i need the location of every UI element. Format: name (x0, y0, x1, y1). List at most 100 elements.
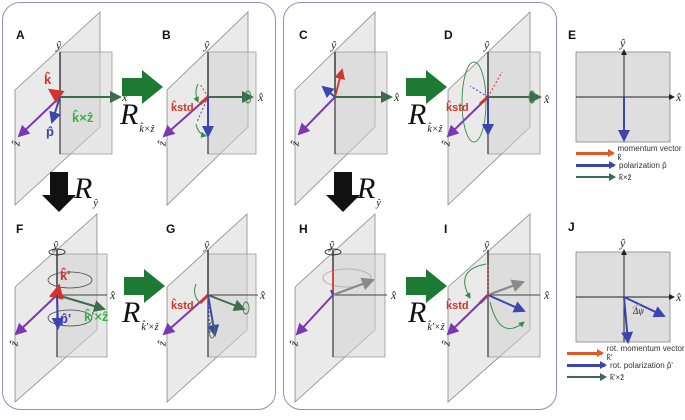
panel-h: H ŷ x̂ ẑ (287, 212, 430, 412)
x-axis-label: x̂ (110, 288, 116, 302)
k-label: k̂ (44, 72, 52, 87)
kxz-label: k̂'×ẑ (84, 309, 109, 324)
kxz-vector (56, 294, 106, 312)
rotation-label-fg: Rk̂'×ẑ (122, 296, 159, 333)
kstd-label: k̂std (171, 102, 194, 114)
legend-item: rot. momentum vector k̂' (567, 344, 685, 362)
p-vector-rotated (623, 296, 666, 318)
p-vector (51, 294, 64, 330)
x-axis-label: x̂ (258, 90, 264, 104)
panel-label: G (166, 222, 176, 236)
legend-bottom: rot. momentum vector k̂' rot. polarizati… (567, 344, 685, 383)
y-axis-label: ŷ (204, 238, 210, 252)
k-label: k̂' (60, 268, 71, 283)
panel-label: F (16, 222, 24, 236)
p-rotation-arc (195, 123, 207, 138)
y-rotation-icon (48, 248, 66, 256)
coordinate-frame-3d (294, 11, 393, 206)
legend-item: polarization p̂ (576, 159, 685, 171)
p-vector (49, 96, 61, 124)
x-axis-label: x̂ (676, 90, 682, 104)
rotation-label-ch: Rŷ (357, 172, 381, 209)
z-axis (14, 294, 58, 336)
xy-projection (575, 249, 675, 344)
kxz-vector (487, 279, 526, 297)
x-axis-label: x̂ (260, 288, 266, 302)
legend-item: rot. polarization p̂' (567, 359, 685, 371)
coordinate-frame-3d (446, 213, 541, 403)
x-axis-label: x̂ (394, 90, 400, 104)
coordinate-frame-3d (14, 11, 122, 206)
panel-label: E (568, 28, 577, 42)
xy-plane (59, 51, 113, 155)
k-rotation-arc (193, 83, 199, 103)
z-axis (17, 96, 61, 138)
k-vector (334, 68, 345, 98)
rotation-label-af: Rŷ (74, 172, 98, 209)
rotation-label-cd: Rk̂×ẑ (408, 98, 443, 135)
kstd-label: k̂std (446, 300, 469, 312)
y-axis-label: ŷ (620, 36, 626, 50)
panel-label: D (444, 28, 453, 42)
y-axis-label: ŷ (53, 238, 59, 252)
panel-g: G ŷ x̂ ẑ k̂std (152, 212, 287, 412)
panel-d: D ŷ x̂ ẑ k̂std (439, 11, 575, 212)
p-vector-vertical (621, 296, 634, 344)
panel-label: B (162, 28, 171, 42)
kstd-label: k̂std (446, 102, 469, 114)
panel-a: A ŷ x̂ ẑ k̂ p̂ k̂×ẑ (9, 11, 147, 212)
z-axis (446, 294, 489, 336)
panel-c: C ŷ x̂ ẑ (288, 11, 430, 212)
coordinate-frame-3d (162, 213, 258, 403)
legend-top: momentum vector k̂ polarization p̂ k̂×ẑ (576, 144, 685, 183)
p-label: p̂ (46, 124, 54, 139)
y-axis-label: ŷ (484, 38, 490, 52)
kxz-vector (332, 277, 376, 297)
p-vector (487, 294, 526, 313)
y-axis-label: ŷ (620, 236, 626, 250)
x-axis-label: x̂ (676, 290, 682, 304)
panel-label: A (16, 28, 25, 42)
panel-e: E ŷ x̂ (566, 12, 681, 212)
panel-i: I ŷ x̂ ẑ k̂std (439, 212, 575, 412)
rotation-label-hi: Rk̂'×ẑ (408, 296, 445, 333)
kstd-vector (199, 95, 209, 106)
coordinate-frame-3d (162, 11, 257, 206)
p-vector (321, 85, 336, 99)
rotation-circle-icon (528, 90, 536, 104)
k-vector (48, 283, 64, 300)
rotation-arc (464, 263, 487, 299)
x-axis-label: x̂ (544, 92, 550, 106)
right-group-box (283, 2, 557, 410)
p-vector (330, 289, 334, 296)
y-axis-label: ŷ (484, 238, 490, 252)
y-axis-label: ŷ (56, 38, 62, 52)
panel-f: F ŷ x̂ ẑ k̂' p̂' k̂'×ẑ (7, 212, 147, 412)
xy-projection (575, 49, 675, 143)
kxz-label: k̂×ẑ (72, 110, 94, 125)
left-group-box (2, 2, 276, 410)
z-axis (297, 96, 336, 136)
p-label: p̂' (60, 311, 72, 326)
panel-b: B ŷ x̂ ẑ k̂std (152, 11, 287, 212)
angle-label: Δψ (633, 306, 644, 316)
z-axis (295, 294, 334, 336)
legend-item: momentum vector k̂ (576, 144, 685, 162)
legend-item: k̂×ẑ (576, 171, 685, 183)
rotation-label-ab: Rk̂×ẑ (120, 98, 155, 135)
rotation-ellipse (461, 61, 487, 143)
panel-label: I (444, 222, 448, 236)
k-projection (199, 83, 209, 98)
panel-j: J Δψ ŷ x̂ (566, 220, 681, 420)
kstd-label: k̂std (171, 300, 194, 312)
x-axis-label: x̂ (544, 288, 550, 302)
panel-label: J (568, 220, 575, 234)
legend-item: k̂'×ẑ (567, 371, 685, 383)
panel-label: C (299, 28, 308, 42)
rotation-circle-icon (244, 90, 252, 104)
y-rotation-icon (324, 248, 342, 256)
p-projection (196, 96, 209, 123)
kxz-vector (207, 294, 246, 311)
coordinate-frame-3d (294, 213, 387, 403)
panel-label: H (299, 222, 308, 236)
